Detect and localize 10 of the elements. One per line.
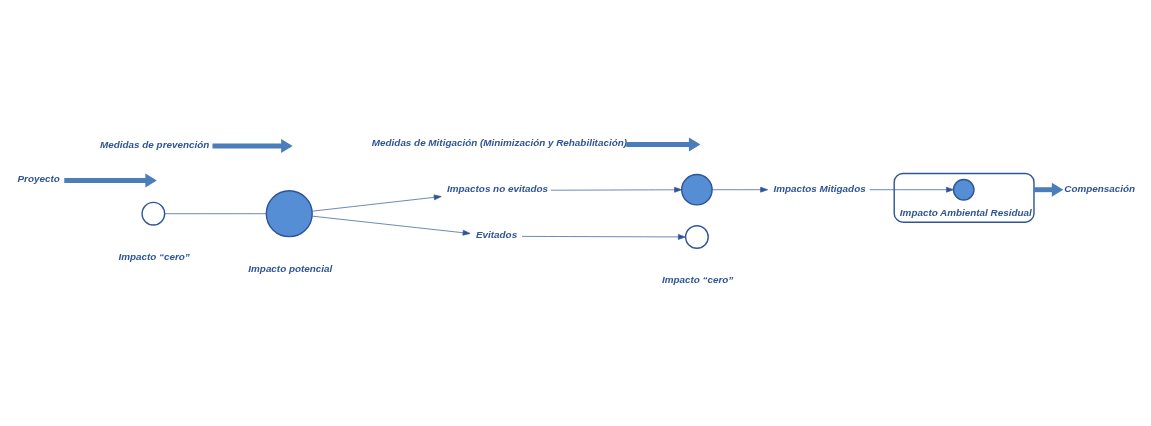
node-text: Medidas de Mitigación (Minimización y Rehabilitación) [371,137,627,149]
node-text: Evitados [475,229,518,241]
node-label: Impacto potencial [248,263,333,275]
node-text: Compensación [1064,182,1136,194]
node-text: Medidas de prevención [100,138,210,150]
node-label: Impacto “cero” [661,274,734,286]
node-text: Impactos Mitigados [773,182,866,194]
node-text: Proyecto [17,173,60,185]
node-text: Impactos no evitados [447,183,548,195]
node-label: Impacto “cero” [118,251,190,263]
